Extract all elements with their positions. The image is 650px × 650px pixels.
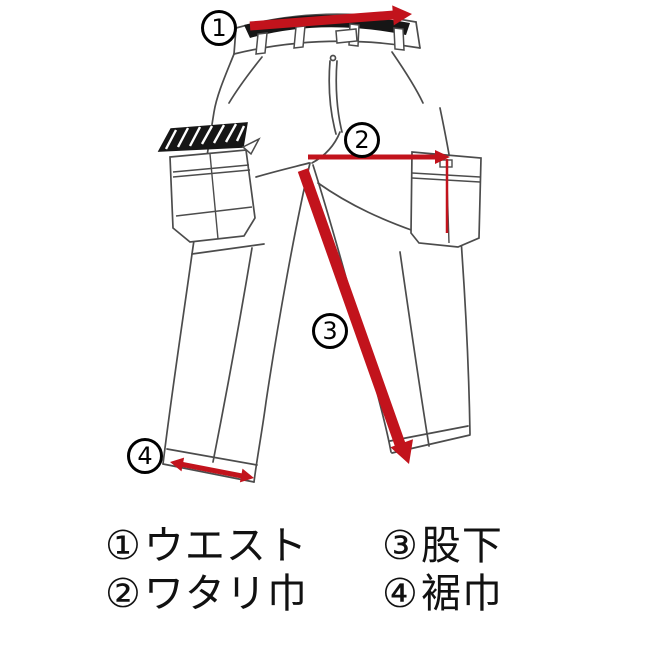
legend-label-inseam: 股下 [420,523,503,569]
legend-item-thigh-width: ②ワタリ巾 [105,572,308,616]
legend-num-4: ④ [382,571,419,617]
legend-label-waist: ウエスト [143,523,308,569]
legend-num-2: ② [105,571,142,617]
marker-1-waist: 1 [201,10,237,46]
legend-num-1: ① [105,523,142,569]
inseam-arrow [297,168,413,464]
legend-label-thigh-width: ワタリ巾 [143,571,308,617]
legend-item-inseam: ③股下 [382,524,503,568]
thigh-width-arrow [308,150,450,233]
waist-arrow [249,5,412,31]
marker-2-number: 2 [354,126,370,154]
marker-3-inseam: 3 [312,313,348,349]
marker-2-thigh-width: 2 [344,122,380,158]
legend-item-waist: ①ウエスト [105,524,308,568]
marker-3-number: 3 [322,317,338,345]
left-cargo-pocket [157,122,261,243]
marker-4-number: 4 [137,442,153,470]
pants-body [162,13,471,483]
legend-item-hem-width: ④裾巾 [382,572,503,616]
marker-1-number: 1 [211,14,227,42]
hem-width-arrow [170,457,254,483]
legend-label-hem-width: 裾巾 [420,571,503,617]
marker-4-hem-width: 4 [127,438,163,474]
legend-num-3: ③ [382,523,419,569]
